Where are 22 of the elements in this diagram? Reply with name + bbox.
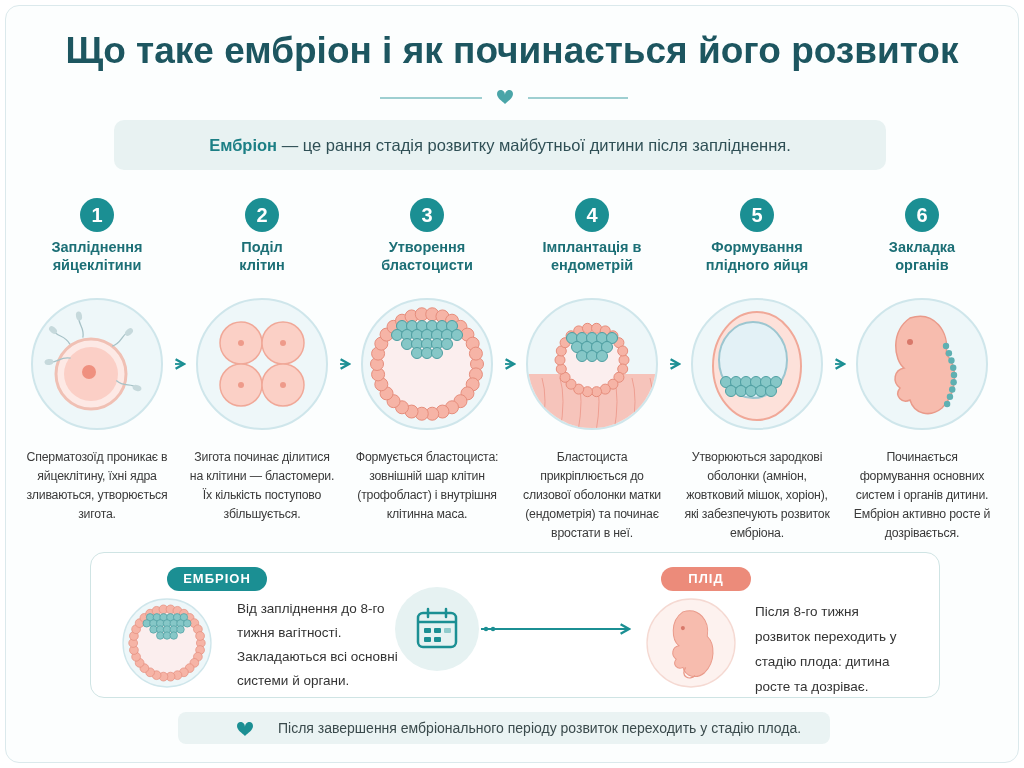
title: Що таке ембріон і як починається його розвиток <box>64 30 960 72</box>
step-title: Закладка органів <box>887 238 957 274</box>
step-title: Запліднення яйцеклітини <box>50 238 144 274</box>
info-panel <box>90 552 940 698</box>
stage-tag: ЕМБРІОН <box>167 567 267 591</box>
step-description: Бластоциста прикріплюється до слизової оболонки матки (ендометрія) та починає вростати в неї. <box>522 449 662 542</box>
step-title: Утворення бластоцисти <box>380 238 474 274</box>
stage-tag: ПЛІД <box>661 567 751 591</box>
step-description: Починається формування основних систем і органів дитини. Ембріон активно росте й дозрівається. <box>852 449 992 542</box>
step-description: Утворюються зародкові оболонки (амніон, жовтковий мішок, хоріон), які забезпечують розвиток ембріона. <box>683 449 831 542</box>
period-text: Від запліднення до 8-го тижня вагітності. <box>237 600 386 642</box>
step-title: Імплантація в ендометрій <box>541 238 643 274</box>
period-text: Після 8-го тижня розвиток переходить у стадію плода: дитина росте та дозріває. <box>755 603 898 696</box>
period-text: Закладаються всі основні системи й органи. <box>237 648 399 690</box>
step-description: Зигота починає ділитися на клітини — бластомери. Їх кількість поступово збільшується. <box>188 449 336 523</box>
step-description: Сперматозоїд проникає в яйцеклітину, їхні ядра зливаються, утворюється зигота. <box>25 449 169 523</box>
step-title: Формування плідного яйця <box>704 238 810 274</box>
step-description: Формується бластоциста: зовнішній шар клітин (трофобласт) і внутрішня клітинна маса. <box>354 449 500 523</box>
note-text: Після завершення ембріонального періоду розвиток переходить у стадію плода. <box>278 719 802 738</box>
step-title: Поділ клітин <box>238 238 286 274</box>
note-bar <box>178 712 830 744</box>
intro-banner: Ембріон — це рання стадія розвитку майбутньої дитини після запліднення. <box>114 120 886 170</box>
